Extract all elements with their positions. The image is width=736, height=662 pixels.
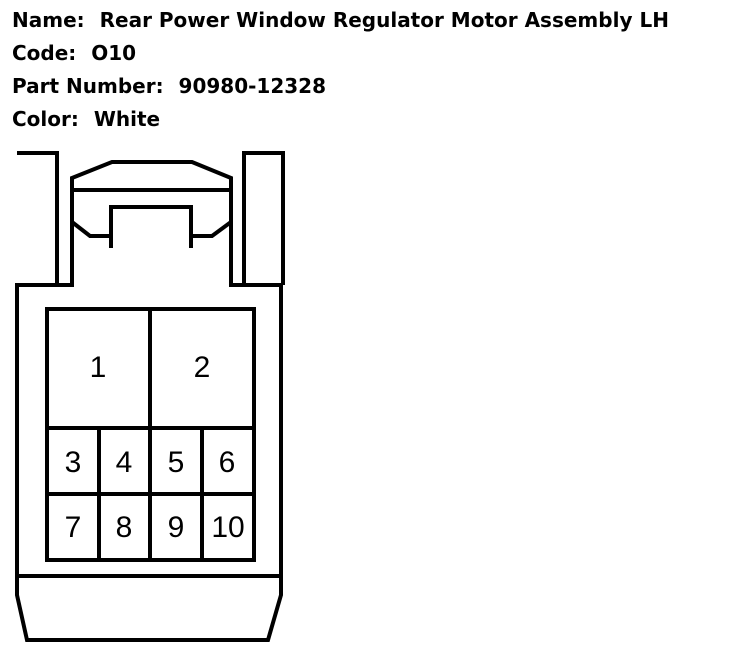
pin-4: 4: [116, 446, 133, 479]
connector-upper-body: [57, 160, 244, 287]
pin-10: 10: [211, 511, 244, 544]
pin-5: 5: [168, 446, 185, 479]
name-line: Name: Rear Power Window Regulator Motor …: [12, 4, 669, 37]
part-number-value: 90980-12328: [178, 74, 326, 98]
pin-8: 8: [116, 511, 133, 544]
tab-shoulder-right: [191, 220, 233, 238]
part-number-line: Part Number: 90980-12328: [12, 70, 669, 103]
part-number-label: Part Number:: [12, 74, 164, 98]
color-label: Color:: [12, 107, 79, 131]
code-value: O10: [91, 41, 137, 65]
code-line: Code: O10: [12, 37, 669, 70]
pin-6: 6: [219, 446, 236, 479]
color-value: White: [93, 107, 161, 131]
name-label: Name:: [12, 8, 85, 32]
name-value: Rear Power Window Regulator Motor Assemb…: [99, 8, 669, 32]
part-info: Name: Rear Power Window Regulator Motor …: [12, 4, 669, 136]
code-label: Code:: [12, 41, 77, 65]
pin-9: 9: [168, 511, 185, 544]
pin-1: 1: [90, 351, 107, 384]
pin-2: 2: [194, 351, 211, 384]
tab-shoulder-left: [70, 220, 111, 238]
pin-7: 7: [65, 511, 82, 544]
color-line: Color: White: [12, 103, 669, 136]
pin-3: 3: [65, 446, 82, 479]
locking-tab: [109, 205, 193, 248]
